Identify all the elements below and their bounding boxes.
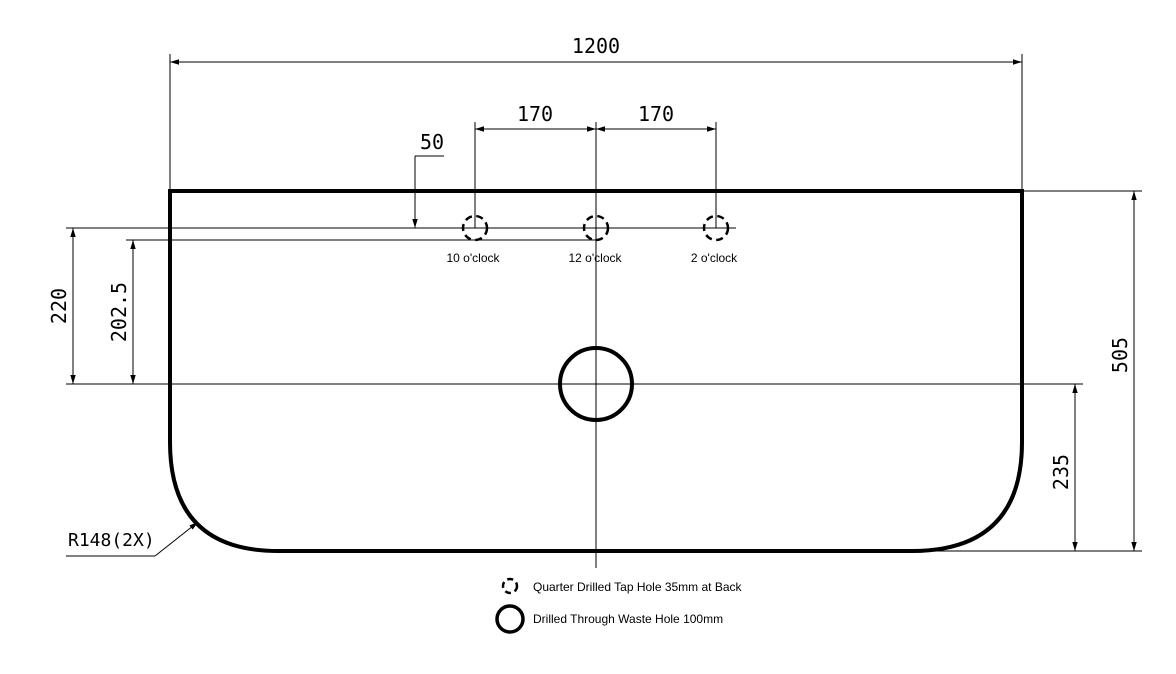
tap-spacing-right-label: 170 — [638, 102, 674, 126]
tap-spacing-left-label: 170 — [517, 102, 553, 126]
waste-hole-legend-icon — [495, 604, 525, 634]
overall-width-label: 1200 — [572, 34, 620, 58]
tap-to-waste-label: 220 — [47, 288, 71, 324]
legend-tap-hole-label: Quarter Drilled Tap Hole 35mm at Back — [533, 580, 743, 594]
corner-radius-label: R148(2X) — [68, 530, 155, 551]
tap-hole-2-oclock — [702, 214, 730, 242]
tap-edge-to-waste-label: 202.5 — [107, 282, 131, 342]
tap-label-12-oclock: 12 o'clock — [569, 251, 623, 265]
tap-hole-10-oclock — [461, 214, 489, 242]
tap-hole-legend-icon — [501, 577, 519, 595]
waste-hole — [558, 346, 634, 422]
waste-to-front-label: 235 — [1049, 454, 1073, 490]
radius-leader — [154, 521, 199, 557]
overall-depth-label: 505 — [1108, 337, 1132, 373]
tap-hole-12-oclock — [582, 214, 610, 242]
tap-label-2-oclock: 2 o'clock — [691, 251, 738, 265]
tap-label-10-oclock: 10 o'clock — [447, 251, 501, 265]
legend-waste-hole-label: Drilled Through Waste Hole 100mm — [533, 612, 723, 626]
tap-offset-label: 50 — [420, 130, 444, 154]
